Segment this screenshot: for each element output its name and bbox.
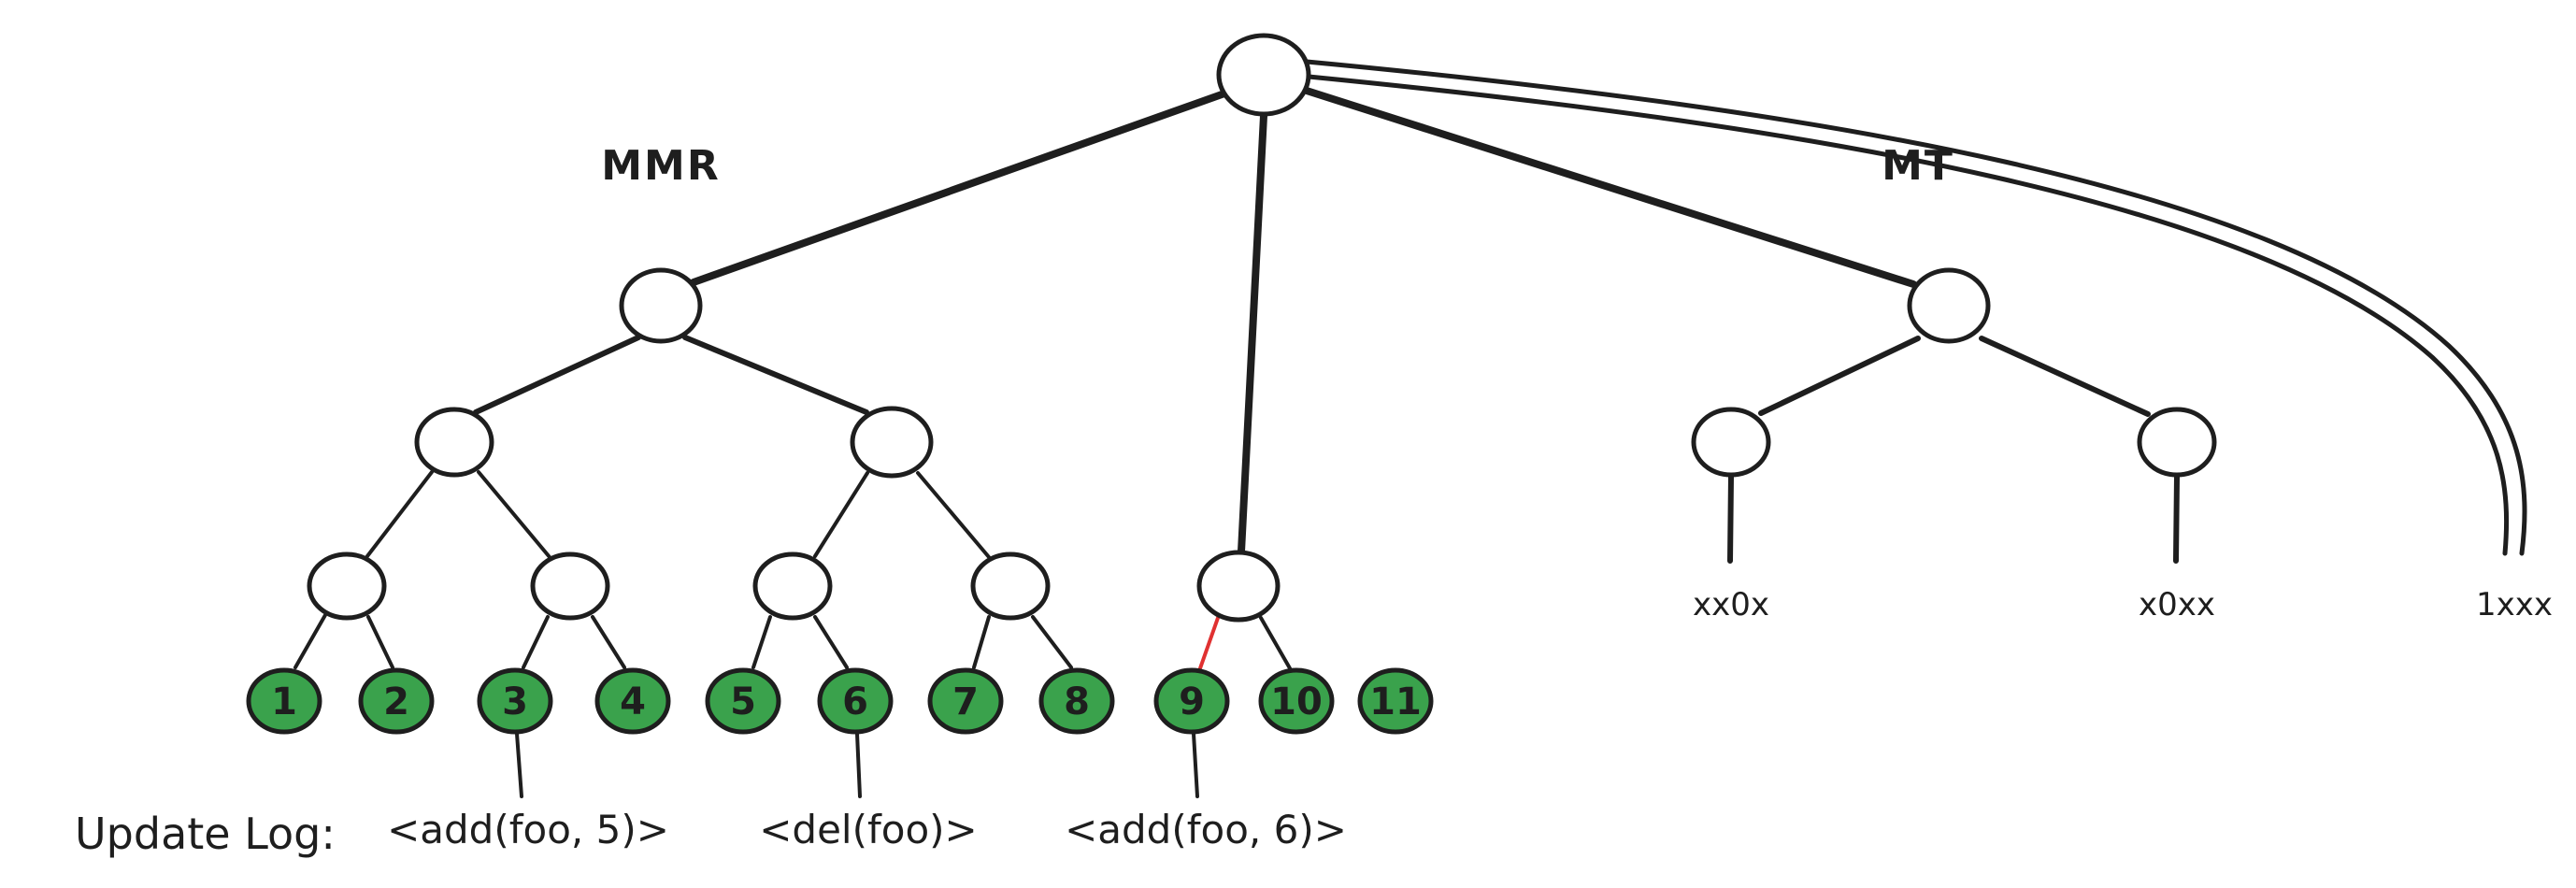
edge-peak-to-leaf9-highlight <box>1198 616 1220 670</box>
labels: MMR MT xx0x x0xx 1xxx Update Log: <add(f… <box>75 142 2553 859</box>
edge-mt-right-to-label <box>2173 474 2180 564</box>
mmr-l2-right-node <box>850 406 934 479</box>
edge-mt-left-to-label <box>1727 474 1734 564</box>
edge-root-to-mmr <box>690 90 1228 286</box>
leaf-node-4: 4 <box>594 667 671 735</box>
mt-top-node <box>1907 267 1991 344</box>
edge-root-to-1xxx-outer <box>1304 59 2527 556</box>
mmr-l2-left-node <box>414 407 494 478</box>
leaf-label-6: 6 <box>842 680 868 723</box>
edge-l3d-to-leaf7 <box>972 615 991 669</box>
leaf-node-5: 5 <box>705 667 781 735</box>
update-log-label: Update Log: <box>75 809 336 859</box>
leaf-node-7: 7 <box>927 667 1004 735</box>
mt-leaf-label-x0xx: x0xx <box>2139 586 2215 623</box>
leaf-label-3: 3 <box>502 680 528 723</box>
mmr-l3-node-3 <box>752 551 833 621</box>
edge-peak-to-leaf10 <box>1259 616 1292 670</box>
mmr-l3-node-4 <box>970 551 1051 621</box>
edge-l2b-to-l3c <box>813 471 869 558</box>
leaf-node-1: 1 <box>246 667 322 735</box>
leaf-label-7: 7 <box>952 680 979 723</box>
edge-l2b-to-l3d <box>916 471 991 559</box>
mt-leaf-label-xx0x: xx0x <box>1693 586 1769 623</box>
internal-nodes <box>307 33 2217 623</box>
edge-l3d-to-leaf8 <box>1031 615 1073 669</box>
mt-title-label: MT <box>1882 142 1954 190</box>
edge-root-to-mt <box>1303 87 1917 288</box>
root-node <box>1216 33 1311 117</box>
edge-l3a-to-leaf1 <box>293 613 327 669</box>
mmr-l3-node-2 <box>530 551 610 621</box>
leaf-node-11: 11 <box>1357 667 1434 735</box>
mt-left-node <box>1691 407 1771 478</box>
edge-l3b-to-leaf4 <box>591 615 626 669</box>
leaf-label-10: 10 <box>1270 680 1323 723</box>
mmr-l3-node-1 <box>307 551 387 621</box>
edge-l3c-to-leaf6 <box>813 615 849 669</box>
edge-l3c-to-leaf5 <box>751 615 772 669</box>
leaf-node-8: 8 <box>1038 667 1115 735</box>
edge-leaf9-to-log-entry3 <box>1192 732 1199 798</box>
leaf-label-1: 1 <box>271 680 297 723</box>
edge-mmr-top-to-left <box>473 335 641 415</box>
leaf-label-11: 11 <box>1369 680 1422 723</box>
edge-l2a-to-l3a <box>365 470 434 558</box>
edge-root-to-middle-peak <box>1238 112 1267 555</box>
leaf-label-4: 4 <box>620 680 646 723</box>
edge-mt-top-to-right <box>1979 336 2151 417</box>
update-log-entry-1: <add(foo, 5)> <box>387 807 669 852</box>
edge-l2a-to-l3b <box>477 470 551 559</box>
mmr-top-node <box>619 267 703 344</box>
mt-leaf-label-1xxx: 1xxx <box>2476 586 2553 623</box>
leaf-node-2: 2 <box>358 667 435 735</box>
leaf-label-5: 5 <box>730 680 756 723</box>
edge-l3a-to-leaf2 <box>366 615 394 669</box>
edge-mt-top-to-left <box>1758 336 1921 416</box>
edges <box>293 59 2527 798</box>
edge-l3b-to-leaf3 <box>522 615 550 669</box>
leaf-label-9: 9 <box>1179 680 1205 723</box>
update-log-entry-3: <add(foo, 6)> <box>1065 807 1347 852</box>
leaf-node-10: 10 <box>1258 667 1335 735</box>
leaf-node-9: 9 <box>1153 667 1230 735</box>
mt-right-node <box>2137 407 2217 478</box>
leaf-label-2: 2 <box>383 680 409 723</box>
leaf-node-3: 3 <box>477 667 553 735</box>
leaf-nodes: 1 2 3 4 5 6 7 8 <box>246 667 1434 735</box>
update-log-entry-2: <del(foo)> <box>759 807 978 852</box>
mmr-title-label: MMR <box>601 142 720 190</box>
edge-mmr-top-to-right <box>682 335 869 415</box>
edge-root-to-1xxx-inner <box>1306 74 2510 556</box>
edge-leaf6-to-log-entry2 <box>855 732 862 798</box>
leaf-node-6: 6 <box>817 667 894 735</box>
edge-leaf3-to-log-entry1 <box>515 732 523 798</box>
leaf-label-8: 8 <box>1064 680 1090 723</box>
middle-peak-node <box>1196 550 1281 623</box>
